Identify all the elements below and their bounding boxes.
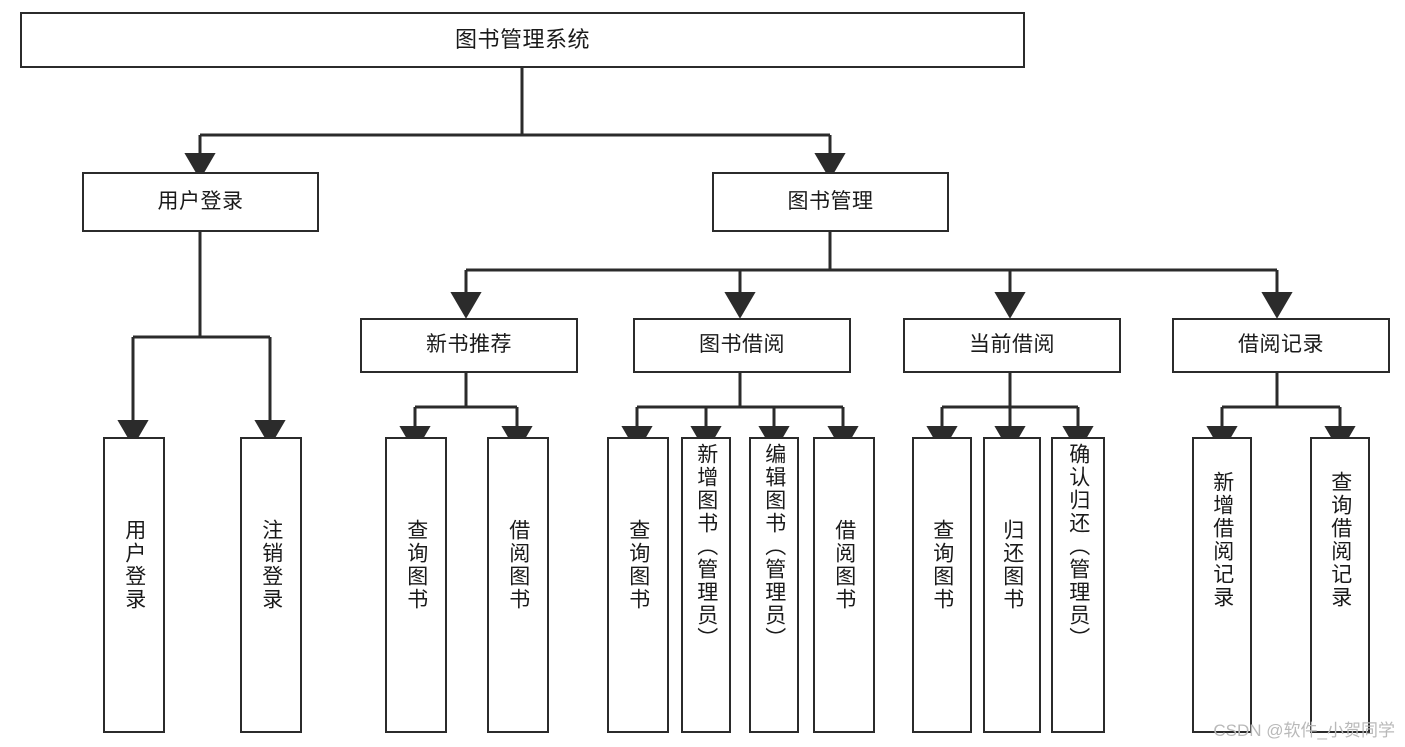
node-label: 新增借阅记录 [1210, 471, 1234, 609]
node-label: 查询图书 [930, 519, 954, 611]
node-label: 借阅记录 [1238, 333, 1324, 357]
node-new-book-recommend[interactable]: 新书推荐 [360, 318, 578, 373]
node-leaf-query-book-borrow[interactable]: 查询图书 [607, 437, 669, 733]
node-label: 查询图书 [626, 519, 650, 611]
node-leaf-user-login[interactable]: 用户登录 [103, 437, 165, 733]
node-book-management[interactable]: 图书管理 [712, 172, 949, 232]
node-label: 注销登录 [259, 519, 283, 611]
node-label: 新增图书（管理员） [694, 443, 718, 650]
node-user-login[interactable]: 用户登录 [82, 172, 319, 232]
node-leaf-query-book-current[interactable]: 查询图书 [912, 437, 972, 733]
node-label: 归还图书 [1000, 519, 1024, 611]
node-leaf-add-borrow-record[interactable]: 新增借阅记录 [1192, 437, 1252, 733]
node-leaf-edit-book-admin[interactable]: 编辑图书（管理员） [749, 437, 799, 733]
node-label: 借阅图书 [506, 519, 530, 611]
node-leaf-confirm-return-admin[interactable]: 确认归还（管理员） [1051, 437, 1105, 733]
node-leaf-query-borrow-record[interactable]: 查询借阅记录 [1310, 437, 1370, 733]
node-book-management-system[interactable]: 图书管理系统 [20, 12, 1025, 68]
node-label: 当前借阅 [969, 333, 1055, 357]
node-leaf-borrow-book[interactable]: 借阅图书 [813, 437, 875, 733]
node-borrow-record[interactable]: 借阅记录 [1172, 318, 1390, 373]
node-label: 图书管理系统 [454, 27, 590, 53]
node-label: 新书推荐 [426, 333, 512, 357]
node-leaf-query-book-recommend[interactable]: 查询图书 [385, 437, 447, 733]
node-label: 图书借阅 [699, 333, 785, 357]
node-label: 查询借阅记录 [1328, 471, 1352, 609]
node-label: 编辑图书（管理员） [762, 443, 786, 650]
node-leaf-logout[interactable]: 注销登录 [240, 437, 302, 733]
node-current-borrow[interactable]: 当前借阅 [903, 318, 1121, 373]
node-leaf-add-book-admin[interactable]: 新增图书（管理员） [681, 437, 731, 733]
node-label: 查询图书 [404, 519, 428, 611]
node-leaf-return-book[interactable]: 归还图书 [983, 437, 1041, 733]
node-label: 用户登录 [122, 519, 146, 611]
node-label: 借阅图书 [832, 519, 856, 611]
node-label: 图书管理 [787, 189, 874, 213]
node-label: 用户登录 [157, 189, 244, 213]
node-book-borrow[interactable]: 图书借阅 [633, 318, 851, 373]
node-leaf-borrow-book-recommend[interactable]: 借阅图书 [487, 437, 549, 733]
node-label: 确认归还（管理员） [1066, 443, 1090, 650]
